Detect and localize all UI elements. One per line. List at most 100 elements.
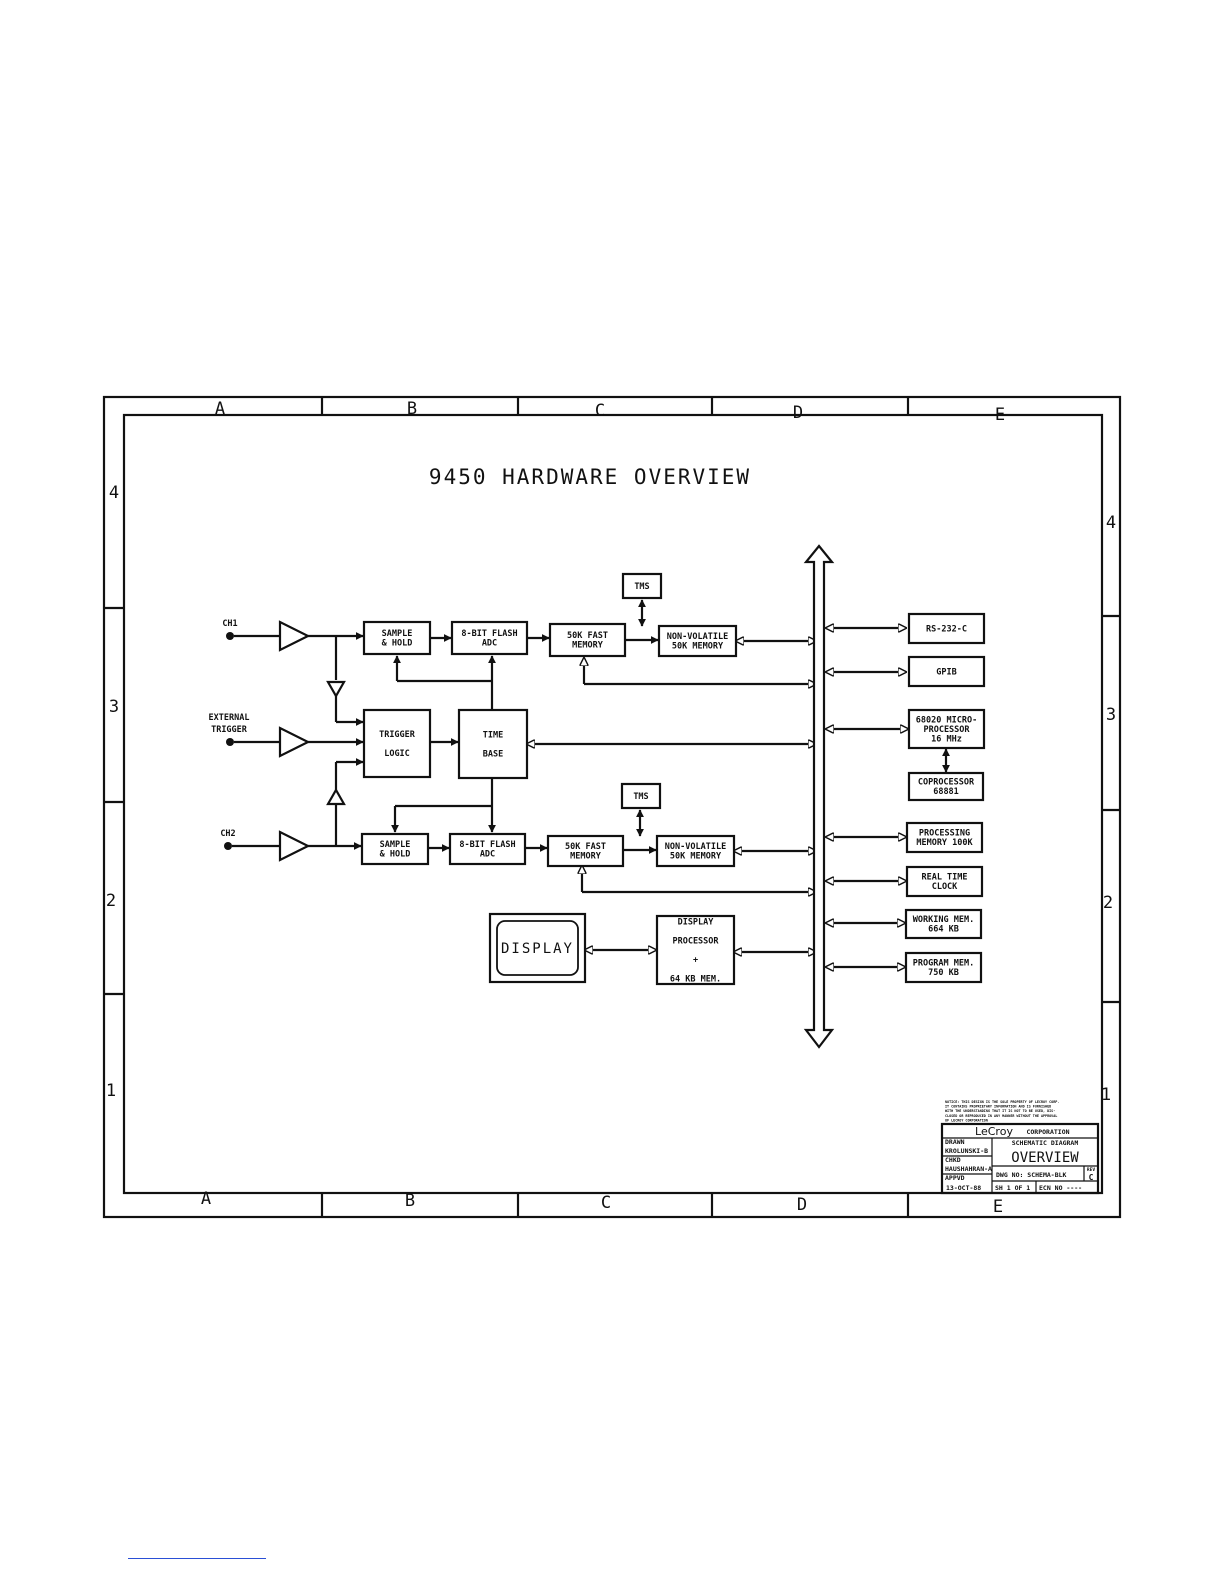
zone-col-e-top: E xyxy=(995,405,1005,425)
ch2-amplifier-icon xyxy=(278,830,311,862)
zone-col-e-bottom: E xyxy=(993,1197,1003,1217)
tms-2-block: TMS xyxy=(620,782,662,810)
sheet-number: SH 1 OF 1 xyxy=(995,1184,1030,1192)
program-memory-block: PROGRAM MEM.750 KB xyxy=(904,951,983,984)
cpu-label: PROCESSOR xyxy=(923,725,970,735)
ch2-terminal xyxy=(224,842,232,850)
notice-line: WITH THE UNDERSTANDING THAT IT IS NOT TO… xyxy=(945,1109,1055,1113)
diagram-type: SCHEMATIC DIAGRAM xyxy=(1012,1139,1079,1147)
fast-mem-1-label: 50K FAST xyxy=(567,631,608,641)
trigger-logic-block: TRIGGER LOGIC xyxy=(362,708,432,779)
zone-col-d-top: D xyxy=(793,403,803,423)
ch2-trigger-buffer-icon xyxy=(326,787,346,806)
zone-row-1-right: 1 xyxy=(1101,1085,1111,1105)
cpu-label: 16 MHz xyxy=(931,734,962,744)
zone-col-a-top: A xyxy=(215,399,225,419)
revision: C xyxy=(1089,1173,1094,1182)
trigger-logic-label: LOGIC xyxy=(384,749,410,759)
display-processor-label: + xyxy=(693,955,698,965)
fast-mem-2-label: 50K FAST xyxy=(565,842,606,852)
sample-hold-2-label: SAMPLE xyxy=(380,840,411,850)
zone-col-c-bottom: C xyxy=(601,1193,611,1213)
drawn-label: DRAWN xyxy=(945,1138,965,1146)
zone-row-3-left: 3 xyxy=(109,697,119,717)
adc-1-label: ADC xyxy=(482,639,497,649)
zone-col-b-bottom: B xyxy=(405,1191,415,1211)
trigger-logic-label: TRIGGER xyxy=(379,730,416,740)
fast-mem-1-label: MEMORY xyxy=(572,641,604,651)
amplifiers xyxy=(232,620,311,862)
time-base-label: BASE xyxy=(483,749,503,759)
sample-hold-1-label: SAMPLE xyxy=(382,629,413,639)
working-memory-block: WORKING MEM.664 KB xyxy=(904,908,983,940)
nv-mem-2-label: NON-VOLATILE xyxy=(665,842,726,852)
adc-1-label: 8-BIT FLASH xyxy=(461,629,517,639)
ecn-number: ECN NO ---- xyxy=(1039,1184,1082,1192)
working-mem-label: 664 KB xyxy=(928,925,959,935)
ch1-amplifier-icon xyxy=(278,620,311,652)
zone-row-2-right: 2 xyxy=(1103,893,1113,913)
zone-col-a-bottom: A xyxy=(201,1189,211,1209)
program-mem-label: 750 KB xyxy=(928,968,959,978)
proprietary-notice: NOTICE: THIS DESIGN IS THE SOLE PROPERTY… xyxy=(945,1100,1059,1122)
zone-row-2-left: 2 xyxy=(106,891,116,911)
display-processor-label: DISPLAY xyxy=(678,917,715,927)
company-suffix: CORPORATION xyxy=(1026,1128,1069,1136)
diagram-title: 9450 HARDWARE OVERVIEW xyxy=(429,465,751,489)
ext-trigger-label-1: EXTERNAL xyxy=(209,713,250,723)
ext-trigger-label-2: TRIGGER xyxy=(211,725,248,735)
ch2-wires xyxy=(308,778,816,892)
notice-line: OF LECROY CORPORATION xyxy=(945,1118,988,1122)
zone-row-4-left: 4 xyxy=(109,483,119,503)
tms-2-label: TMS xyxy=(633,792,648,802)
checked-by: HAUSHAHRAN-A xyxy=(945,1165,992,1173)
page-underline xyxy=(128,1558,266,1559)
zone-markers: A B C D E A B C D E 4 3 2 1 4 3 2 1 xyxy=(106,399,1116,1217)
program-mem-label: PROGRAM MEM. xyxy=(913,959,974,969)
time-base-label: TIME xyxy=(483,730,503,740)
ch1-trigger-buffer-icon xyxy=(326,680,346,699)
notice-line: IT CONTAINS PROPRIETARY INFORMATION AND … xyxy=(945,1105,1051,1109)
notice-line: NOTICE: THIS DESIGN IS THE SOLE PROPERTY… xyxy=(945,1100,1059,1104)
approved-label: APPVD xyxy=(945,1174,965,1182)
adc-2-label: ADC xyxy=(480,850,495,860)
processing-mem-label: MEMORY 100K xyxy=(916,838,973,848)
rs232-label: RS-232-C xyxy=(926,624,967,634)
fast-mem-2-label: MEMORY xyxy=(570,852,602,862)
coprocessor-label: 68881 xyxy=(933,787,959,797)
coprocessor-label: COPROCESSOR xyxy=(918,778,975,788)
display-processor-label: PROCESSOR xyxy=(672,936,719,946)
inputs: CH1 EXTERNAL TRIGGER CH2 xyxy=(209,619,250,850)
drawing-frame xyxy=(102,395,1122,1219)
rs232-block: RS-232-C xyxy=(907,612,986,645)
zone-col-d-bottom: D xyxy=(797,1195,807,1215)
adc-2-label: 8-BIT FLASH xyxy=(459,840,515,850)
zone-row-4-right: 4 xyxy=(1106,513,1116,533)
processing-mem-label: PROCESSING xyxy=(919,829,970,839)
revision-label: REV xyxy=(1087,1167,1095,1173)
zone-col-c-top: C xyxy=(595,401,605,421)
display-label: DISPLAY xyxy=(501,941,574,957)
zone-row-1-left: 1 xyxy=(106,1081,116,1101)
display-processor-label: 64 KB MEM. xyxy=(670,974,721,984)
tms-1-block: TMS xyxy=(621,572,663,600)
gpib-label: GPIB xyxy=(936,667,956,677)
drawing-date: 13-OCT-88 xyxy=(946,1184,981,1192)
rtc-label: REAL TIME xyxy=(921,873,967,883)
gpib-block: GPIB xyxy=(907,655,986,688)
cpu-label: 68020 MICRO- xyxy=(916,715,977,725)
display-wires xyxy=(585,950,816,952)
sample-hold-2-label: & HOLD xyxy=(380,850,411,860)
drawn-by: KROLUNSKI-B xyxy=(945,1147,988,1155)
tms-1-label: TMS xyxy=(634,582,649,592)
system-bus xyxy=(803,544,835,1049)
